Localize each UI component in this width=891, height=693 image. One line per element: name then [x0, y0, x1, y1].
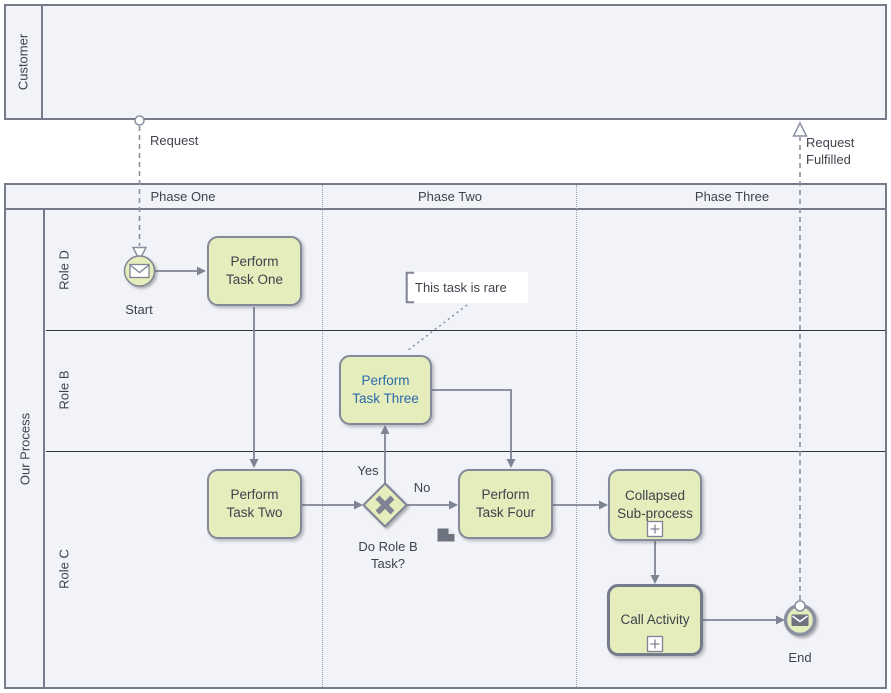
- start-event[interactable]: [123, 255, 156, 287]
- annotation-bracket: [405, 271, 414, 304]
- phase-separator-1: [322, 185, 323, 687]
- subprocess-plus-icon[interactable]: [646, 520, 664, 538]
- message-envelope-filled-icon: [791, 614, 809, 626]
- end-event-label: End: [788, 650, 812, 665]
- task-perform-task-one[interactable]: Perform Task One: [207, 236, 302, 306]
- gateway-question-label: Do Role B Task?: [358, 539, 418, 572]
- flow-start-to-task-one: [154, 266, 206, 276]
- start-event-label: Start: [125, 302, 153, 317]
- text-annotation[interactable]: This task is rare: [406, 272, 528, 303]
- customer-pool[interactable]: [4, 4, 887, 120]
- gateway-yes-label: Yes: [357, 463, 379, 478]
- flow-task-one-to-task-two: [249, 307, 259, 468]
- task-perform-task-four[interactable]: Perform Task Four: [458, 469, 553, 539]
- message-flow-request: [131, 115, 148, 262]
- flow-subprocess-to-call-activity: [650, 541, 660, 584]
- flow-task-three-to-task-four: [432, 389, 516, 468]
- call-activity-plus-icon[interactable]: [646, 635, 664, 653]
- gateway-no-label: No: [413, 480, 431, 495]
- phase-one-header[interactable]: Phase One: [150, 189, 216, 204]
- flow-gateway-yes-to-task-three: [380, 425, 390, 484]
- task-collapsed-subprocess[interactable]: Collapsed Sub-process: [608, 469, 702, 541]
- message-source-anchor: [794, 600, 806, 612]
- phase-separator-2: [576, 185, 577, 687]
- customer-pool-header-divider: [41, 4, 43, 120]
- gateway-x-icon: [375, 495, 395, 515]
- lane-separator-b-c: [46, 451, 885, 452]
- task-perform-task-three[interactable]: Perform Task Three: [339, 355, 432, 425]
- phase-three-header[interactable]: Phase Three: [694, 189, 770, 204]
- flow-call-activity-to-end: [703, 615, 785, 625]
- flow-task-two-to-gateway: [302, 500, 363, 510]
- task-perform-task-two[interactable]: Perform Task Two: [207, 469, 302, 539]
- phase-two-header[interactable]: Phase Two: [417, 189, 483, 204]
- exclusive-gateway[interactable]: [362, 482, 408, 528]
- flow-task-four-to-subprocess: [553, 500, 608, 510]
- message-flow-request-fulfilled: [792, 121, 808, 600]
- process-pool-header-divider: [43, 210, 45, 687]
- phase-row-divider: [6, 208, 885, 210]
- message-envelope-icon: [129, 263, 150, 279]
- flow-gateway-no-to-task-four: [406, 500, 458, 510]
- annotation-association-line: [406, 304, 468, 352]
- document-icon[interactable]: [437, 528, 455, 542]
- message-flow-request-label: Request: [150, 133, 199, 148]
- message-flow-request-fulfilled-label: Request Fulfilled: [806, 135, 855, 168]
- lane-separator-d-b: [46, 330, 885, 331]
